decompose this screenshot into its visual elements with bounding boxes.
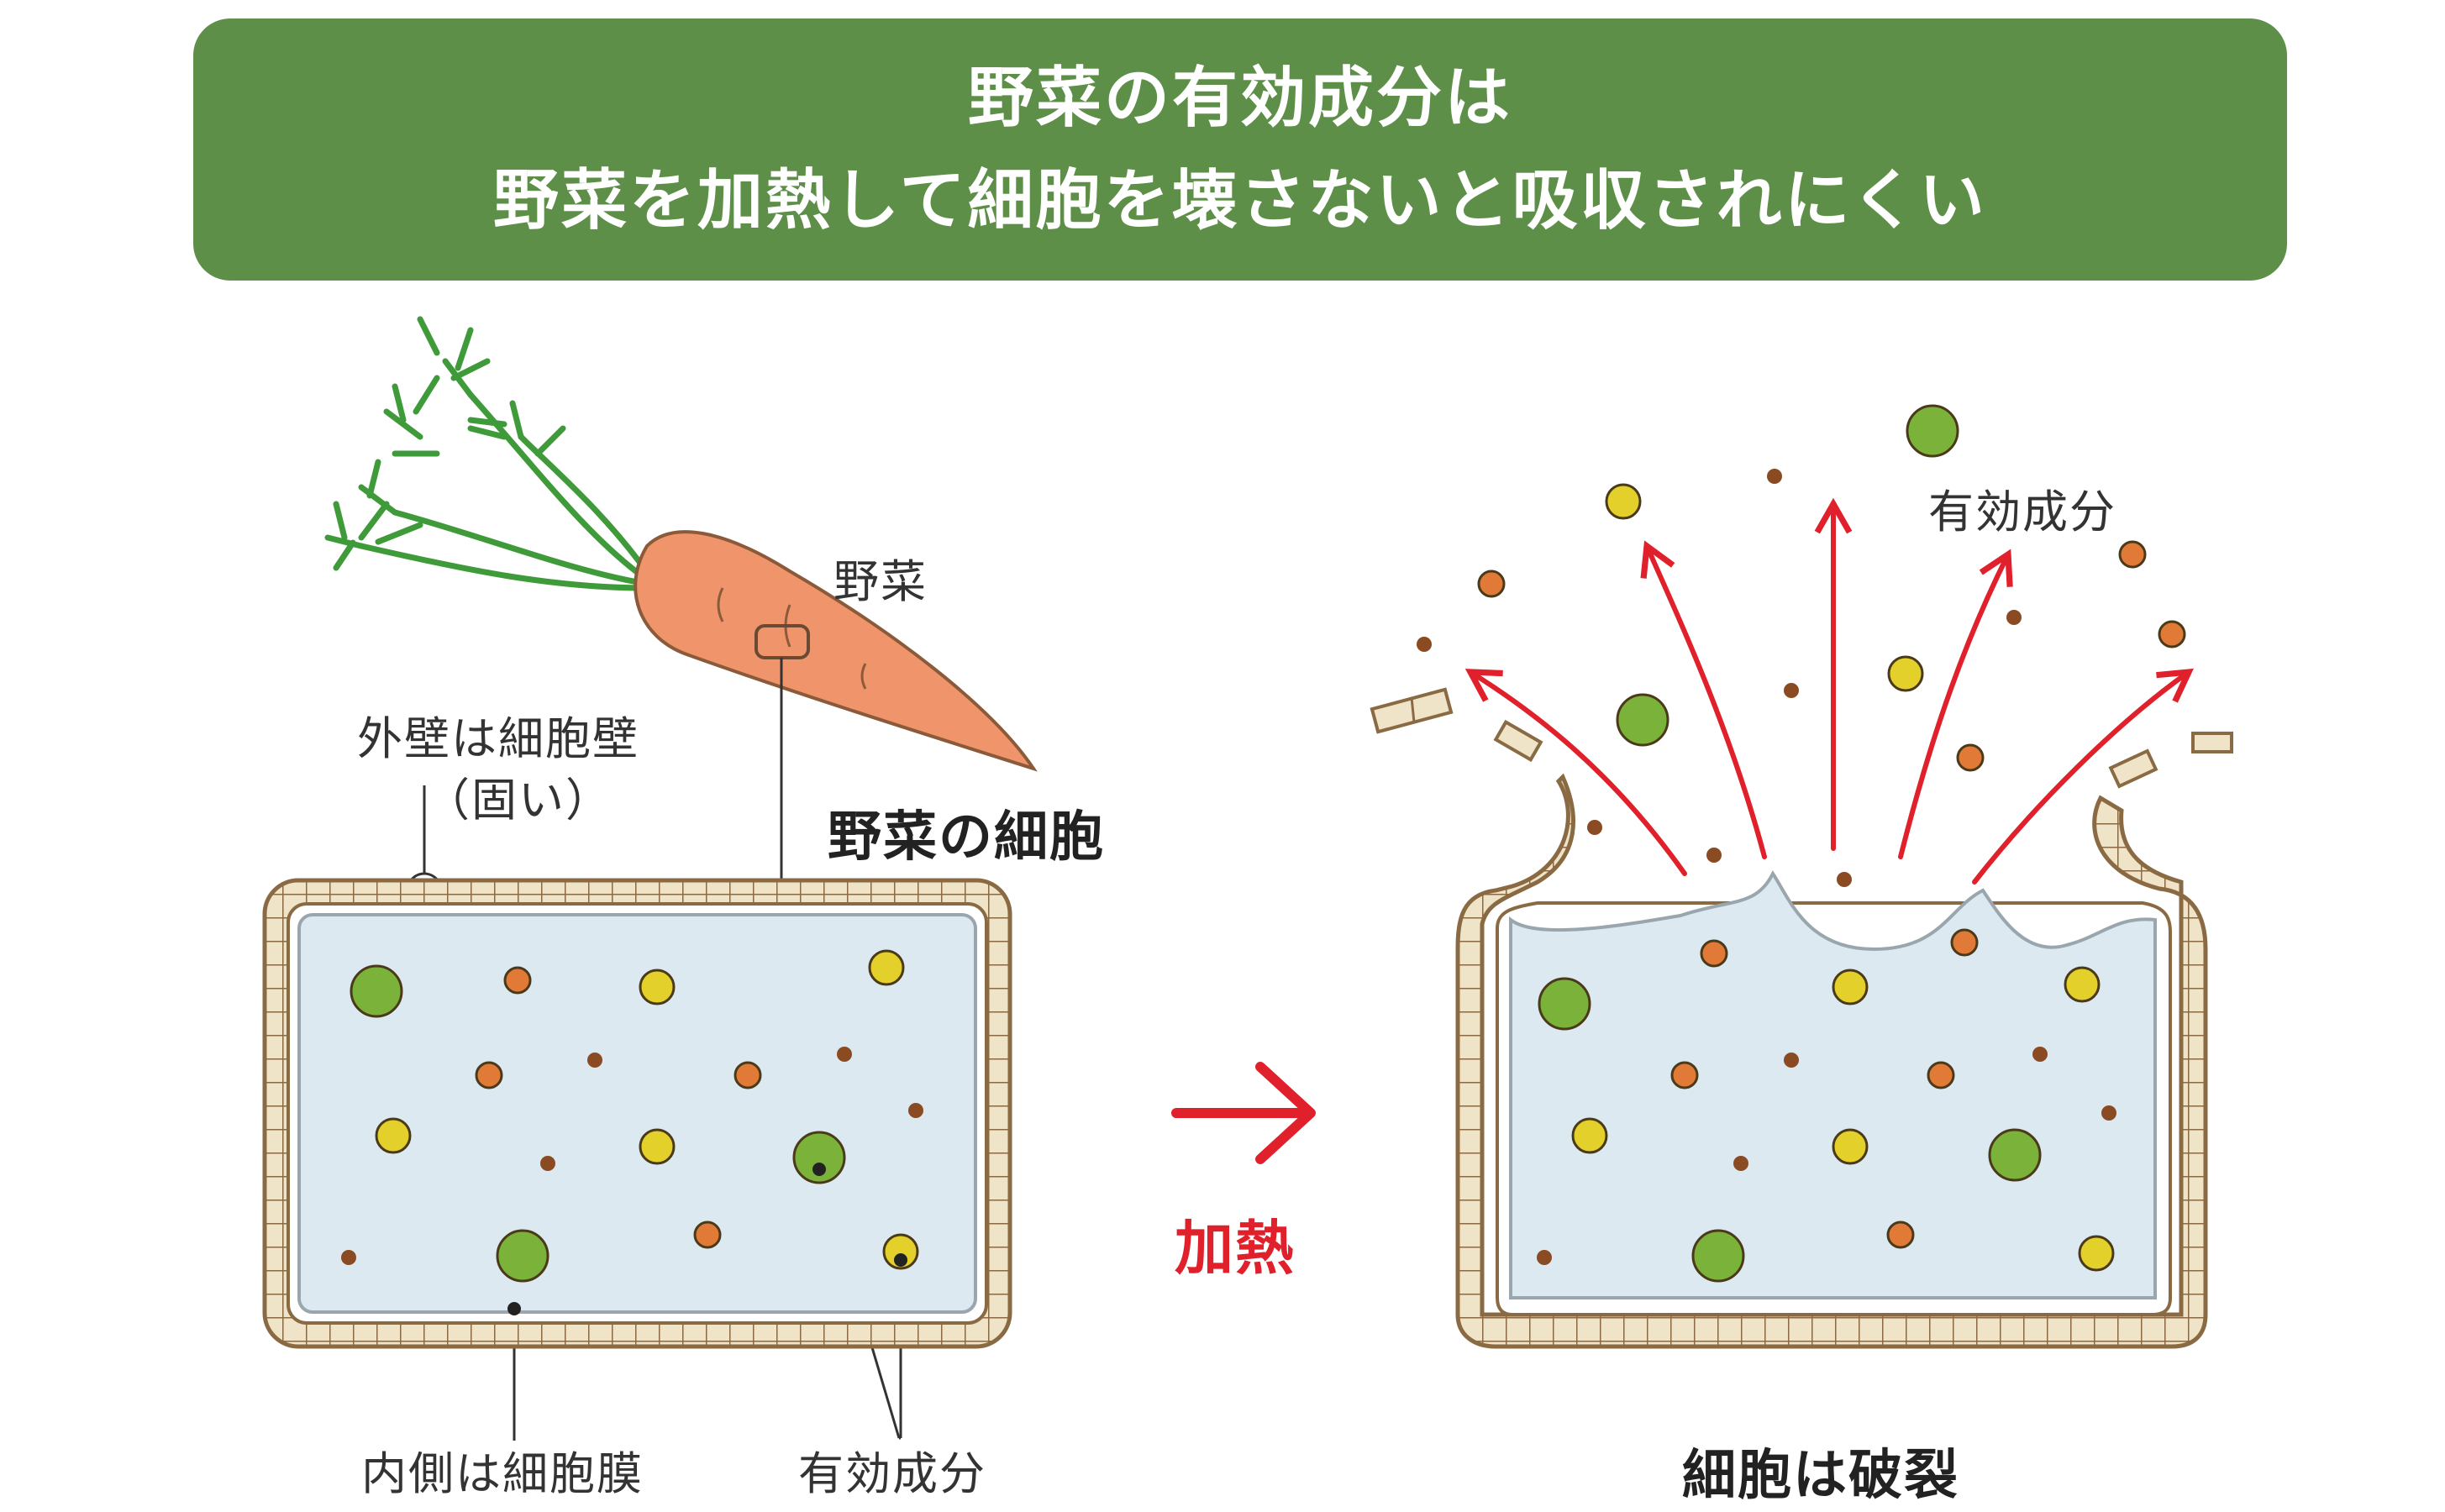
particle (540, 1156, 555, 1171)
particle (1886, 1221, 1915, 1249)
particle (1784, 683, 1799, 698)
particle (2158, 620, 2186, 648)
label-active-ingredients-left: 有効成分 (798, 1447, 986, 1500)
particle (734, 1061, 762, 1089)
particle (1832, 969, 1869, 1005)
leader-dot (507, 1302, 521, 1315)
particle (837, 1047, 852, 1062)
label-vegetable-cell: 野菜の細胞 (828, 806, 1105, 869)
particle (350, 964, 403, 1018)
particle (1605, 483, 1642, 520)
particle (1706, 848, 1722, 863)
title-line-1: 野菜の有効成分は (967, 60, 1512, 136)
particle (2101, 1105, 2116, 1121)
particle (868, 949, 905, 986)
leader-dot (894, 1253, 907, 1267)
particle (1477, 570, 1506, 598)
burst-cell (1455, 773, 2208, 1349)
particle (1767, 469, 1782, 484)
particle (1700, 939, 1728, 968)
particle (1950, 928, 1979, 957)
particle (1784, 1053, 1799, 1068)
carrot-icon (324, 316, 1038, 772)
particle (1537, 1250, 1552, 1265)
label-outer-wall-line2: （固い） (424, 774, 613, 827)
particle (1837, 872, 1852, 887)
right-arrow-icon (1171, 1062, 1316, 1164)
wall-fragments (1370, 687, 2233, 789)
particle (639, 1128, 676, 1165)
title-banner: 野菜の有効成分は 野菜を加熱して細胞を壊さないと吸収されにくい (193, 18, 2287, 281)
particle (1988, 1128, 2042, 1182)
label-vegetable: 野菜 (833, 555, 928, 608)
particle (1832, 1128, 1869, 1165)
particle (1887, 655, 1924, 692)
particle (503, 966, 532, 995)
particle (908, 1103, 923, 1118)
leader-dot (812, 1163, 826, 1176)
intact-cell (262, 878, 1012, 1349)
particle (1571, 1117, 1608, 1154)
particle (375, 1117, 412, 1154)
label-active-ingredients-right: 有効成分 (1928, 486, 2116, 538)
particle (1956, 743, 1985, 772)
particle (1417, 637, 1432, 652)
particle (639, 969, 676, 1005)
particle (1616, 693, 1669, 747)
title-line-2: 野菜を加熱して細胞を壊さないと吸収されにくい (492, 163, 1988, 239)
label-outer-wall-line1: 外壁は細胞壁 (357, 712, 639, 765)
active-ingredient-particles (341, 404, 2186, 1315)
particle (341, 1250, 356, 1265)
particle (496, 1229, 549, 1283)
particle (792, 1131, 846, 1184)
particle (1733, 1156, 1748, 1171)
particle (1927, 1061, 1955, 1089)
particle (882, 1233, 919, 1270)
burst-arrow-icon (1464, 497, 2194, 885)
particle (2064, 966, 2101, 1003)
label-cell-burst: 細胞は破裂 (1682, 1445, 1959, 1507)
particle (2006, 610, 2022, 625)
particle (475, 1061, 503, 1089)
particle (1670, 1061, 1699, 1089)
particle (587, 1053, 602, 1068)
particle (693, 1221, 722, 1249)
label-heating: 加熱 (1175, 1214, 1296, 1283)
particle (1538, 977, 1591, 1031)
particle (1587, 820, 1602, 835)
particle (1906, 404, 1959, 458)
particle (2118, 540, 2147, 569)
particle (2032, 1047, 2048, 1062)
label-inner-membrane: 内側は細胞膜 (361, 1447, 644, 1500)
particle (1691, 1229, 1745, 1283)
particle (2078, 1235, 2115, 1272)
